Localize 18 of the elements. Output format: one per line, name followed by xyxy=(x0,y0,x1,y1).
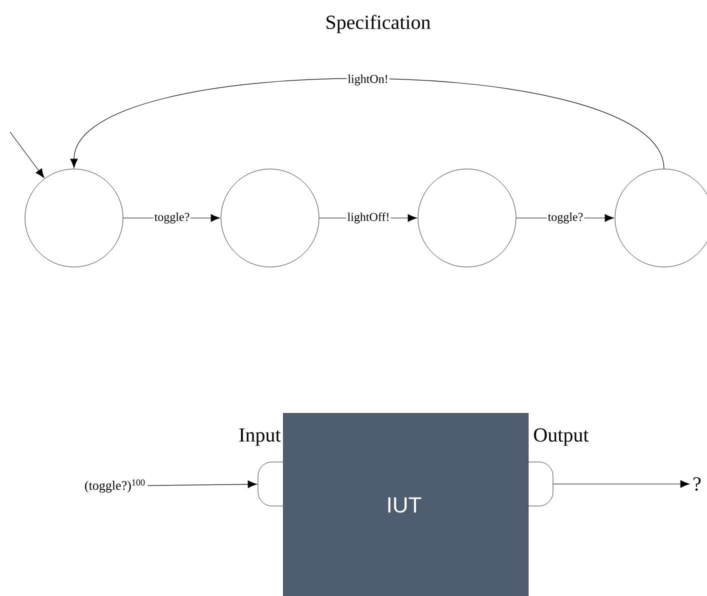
arrow xyxy=(147,480,257,488)
edge-label: lightOff! xyxy=(346,211,391,225)
arrow xyxy=(10,132,44,178)
edge-label: toggle? xyxy=(546,212,584,224)
edge-label: lightOn! xyxy=(346,74,390,86)
title: Specification xyxy=(326,14,430,34)
port-label: Output xyxy=(534,428,589,446)
output-label: ? xyxy=(694,477,701,491)
arrow xyxy=(552,480,690,488)
state-circle xyxy=(220,168,320,268)
state-circle xyxy=(418,168,516,268)
input-port xyxy=(258,462,284,506)
iut-box: IUT xyxy=(283,413,529,596)
port-label: Input xyxy=(239,428,281,446)
edge-label: toggle? xyxy=(153,212,191,224)
input-label: (toggle?)$^{100}$ xyxy=(85,479,145,493)
output-port xyxy=(528,462,554,506)
state-circle xyxy=(24,168,124,268)
